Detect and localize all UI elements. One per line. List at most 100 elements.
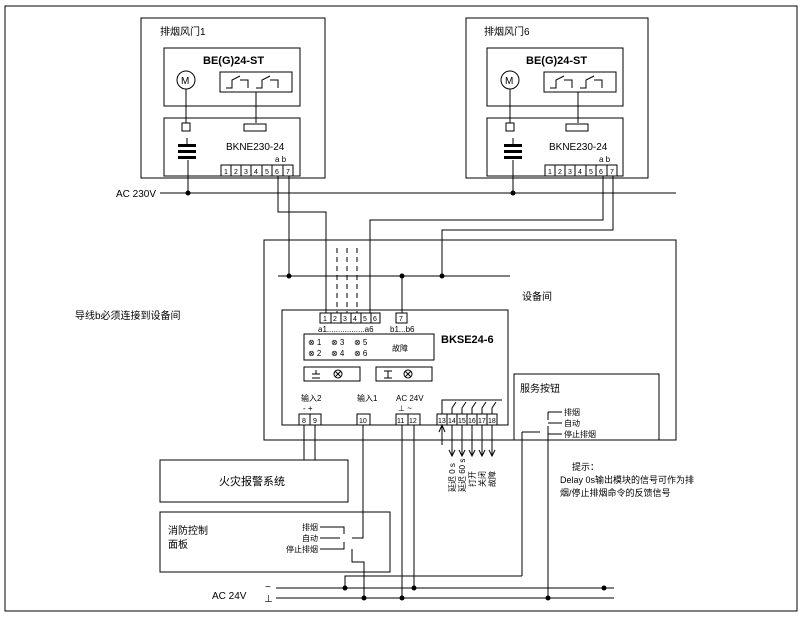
button-close-icon — [375, 366, 433, 382]
input2-label: 输入2 — [301, 393, 322, 403]
svg-text:6: 6 — [373, 316, 377, 323]
ac24-ground: ⊥ — [264, 594, 273, 605]
hint-line-2: Delay 0s输出模块的信号可作为排 — [560, 474, 694, 485]
service-title: 服务按钮 — [520, 382, 560, 395]
svg-text:11: 11 — [397, 418, 404, 425]
svg-text:3: 3 — [244, 169, 248, 176]
button-open-icon — [303, 366, 361, 382]
ac24-label: AC 24V — [212, 591, 247, 602]
switch-contacts-icon — [550, 75, 603, 89]
output-open: 打开 — [467, 471, 477, 487]
bus-terminal-strip: 1 2 3 4 5 6 7 — [319, 312, 408, 324]
input2-polarity: - + — [303, 404, 313, 413]
note-left: 导线b必须连接到设备间 — [75, 309, 181, 322]
svg-text:7: 7 — [399, 316, 403, 323]
svg-text:6: 6 — [599, 169, 603, 176]
svg-text:4: 4 — [254, 169, 258, 176]
bkse-module: ⊗ 1 ⊗ 3 ⊗ 5 ⊗ 2 ⊗ 4 ⊗ 6 故障 BKSE24-6 输入2 … — [281, 309, 509, 426]
damper-6-title: 排烟风门6 — [484, 25, 530, 38]
transformer-icon — [178, 138, 196, 159]
damper-1: 排烟风门1 BE(G)24-ST M BKNE230-24 a b 1 2 3 … — [140, 17, 326, 179]
svg-text:3: 3 — [568, 169, 572, 176]
panel-option-stop: 停止排烟 — [286, 544, 318, 554]
service-option-stop: 停止排烟 — [564, 429, 596, 439]
equipment-room: 设备间 1 2 3 4 5 6 7 a1.................a6 … — [263, 239, 677, 441]
fire-panel-frame — [159, 511, 391, 573]
svg-text:2: 2 — [558, 169, 562, 176]
damper-6-actuator-box — [486, 47, 624, 107]
output-delay-0s: 延迟 0 s — [447, 463, 457, 492]
svg-text:16: 16 — [468, 418, 476, 425]
hint-line-3: 烟/停止排烟命令的反馈信号 — [560, 487, 671, 498]
transformer-icon — [504, 138, 522, 159]
indicator-2: ⊗ 2 — [308, 349, 322, 358]
fire-alarm-label: 火灾报警系统 — [219, 474, 285, 488]
connector-icon — [243, 123, 267, 132]
output-delay-60s: 延迟 60 s — [457, 459, 467, 492]
fire-alarm-system: 火灾报警系统 — [159, 425, 349, 503]
b-range-label: b1...b6 — [390, 325, 415, 334]
bkse-frame — [281, 309, 509, 426]
a-range-label: a1.................a6 — [318, 325, 374, 334]
service-button-box: 服务按钮 排烟 自动 停止排烟 — [513, 373, 660, 598]
output-fault: 故障 — [487, 471, 497, 487]
svg-text:1: 1 — [323, 316, 327, 323]
hint: 提示： Delay 0s输出模块的信号可作为排 烟/停止排烟命令的反馈信号 — [560, 462, 694, 498]
damper-6-frame — [465, 17, 649, 179]
fault-label: 故障 — [392, 343, 408, 353]
equipment-room-label: 设备间 — [522, 290, 552, 303]
indicator-6: ⊗ 6 — [354, 349, 368, 358]
damper-1-actuator-label: BE(G)24-ST — [203, 55, 264, 67]
svg-text:15: 15 — [458, 418, 466, 425]
ac230-label: AC 230V — [116, 189, 156, 200]
svg-text:5: 5 — [589, 169, 593, 176]
damper-6: 排烟风门6 BE(G)24-ST M BKNE230-24 a b 1 2 3 … — [465, 17, 649, 179]
output-signals: 延迟 0 s 延迟 60 s 打开 关闭 故障 — [438, 423, 497, 492]
svg-text:8: 8 — [302, 418, 306, 425]
fire-panel-title-1: 消防控制 — [168, 524, 208, 537]
svg-text:10: 10 — [359, 418, 367, 425]
svg-text:9: 9 — [313, 418, 317, 425]
svg-text:4: 4 — [353, 316, 357, 323]
damper-1-title: 排烟风门1 — [160, 25, 206, 38]
svg-text:17: 17 — [478, 418, 486, 425]
ac24-lines: AC 24V ~ ⊥ — [212, 425, 614, 605]
svg-text:7: 7 — [610, 169, 614, 176]
damper-1-actuator-box — [163, 47, 301, 107]
damper-6-terminal-strip: 1 2 3 4 5 6 7 — [544, 164, 618, 177]
equipment-room-frame — [263, 239, 677, 441]
outer-frame — [4, 5, 798, 612]
service-option-auto: 自动 — [564, 418, 580, 428]
damper-1-frame — [140, 17, 326, 179]
svg-text:5: 5 — [363, 316, 367, 323]
fire-control-panel: 消防控制 面板 排烟 自动 停止排烟 — [159, 425, 391, 598]
ac230-line: AC 230V — [116, 160, 676, 200]
switch-contacts-icon — [226, 75, 279, 89]
svg-text:7: 7 — [286, 169, 290, 176]
svg-text:4: 4 — [578, 169, 582, 176]
indicator-panel — [303, 333, 435, 361]
service-option-smoke: 排烟 — [564, 407, 580, 417]
svg-text:18: 18 — [488, 418, 496, 425]
indicator-1: ⊗ 1 — [308, 338, 322, 347]
damper-wires — [277, 176, 614, 313]
panel-option-smoke: 排烟 — [302, 522, 318, 532]
connector-icon — [565, 123, 589, 132]
damper-6-module-label: BKNE230-24 — [549, 142, 608, 153]
svg-text:5: 5 — [265, 169, 269, 176]
svg-text:6: 6 — [275, 169, 279, 176]
ac24-module-symbol: ⊥ ~ — [398, 404, 412, 413]
svg-text:1: 1 — [224, 169, 228, 176]
damper-1-module-label: BKNE230-24 — [226, 142, 285, 153]
ac24-module-label: AC 24V — [396, 394, 424, 403]
indicator-3: ⊗ 3 — [331, 338, 345, 347]
svg-text:3: 3 — [343, 316, 347, 323]
damper-1-ab: a b — [275, 155, 287, 164]
fire-panel-title-2: 面板 — [168, 538, 188, 551]
svg-text:2: 2 — [234, 169, 238, 176]
hint-line-1: 提示： — [572, 462, 599, 472]
service-frame — [513, 373, 660, 441]
motor-symbol: M — [181, 76, 189, 87]
